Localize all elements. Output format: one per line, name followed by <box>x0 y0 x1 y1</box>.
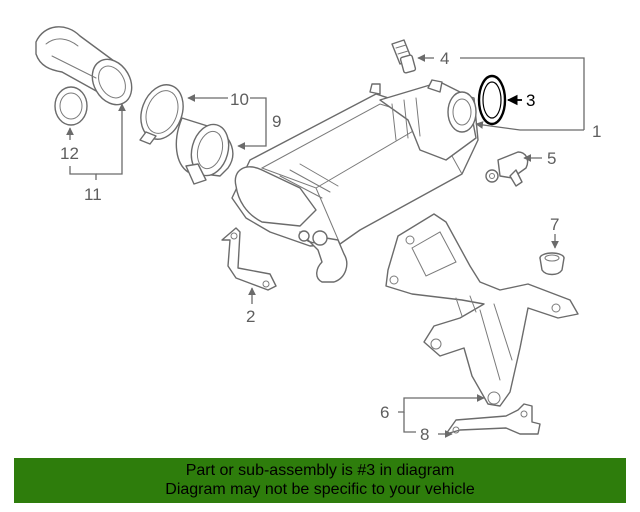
part-1-intercooler <box>231 79 479 283</box>
part-9-coupling-hose <box>175 117 234 185</box>
part-11-intake-hose <box>35 26 133 106</box>
part-7-grommet <box>539 252 565 276</box>
notice-line-part: Part or sub-assembly is #3 in diagram <box>185 462 455 479</box>
notice-line-disclaimer: Diagram may not be specific to your vehi… <box>165 481 475 498</box>
callout-2: 2 <box>246 307 255 326</box>
callout-4: 4 <box>440 49 449 68</box>
part-3-o-ring <box>477 74 507 126</box>
callout-5: 5 <box>547 149 556 168</box>
part-6-mount-bracket <box>385 213 579 407</box>
callout-11: 11 <box>84 185 102 204</box>
part-5-sensor <box>485 151 529 187</box>
callout-7: 7 <box>550 215 559 234</box>
part-12-seal-ring <box>54 86 88 126</box>
callout-10: 10 <box>230 90 249 109</box>
callout-8: 8 <box>420 425 429 444</box>
diagram-notice-banner: Part or sub-assembly is #3 in diagram Di… <box>14 458 626 503</box>
part-10-clamp <box>139 84 184 145</box>
callout-3: 3 <box>526 91 535 110</box>
part-2-bracket <box>221 227 277 291</box>
callout-12: 12 <box>60 144 79 163</box>
part-8-bracket <box>445 403 541 435</box>
callout-6: 6 <box>380 403 389 422</box>
callout-9: 9 <box>272 112 281 131</box>
parts-diagram: 1 2 3 4 5 6 7 8 9 10 11 12 <box>35 26 601 444</box>
leader-lines <box>66 54 585 438</box>
part-4-sensor <box>391 39 417 74</box>
callout-1: 1 <box>592 122 601 141</box>
